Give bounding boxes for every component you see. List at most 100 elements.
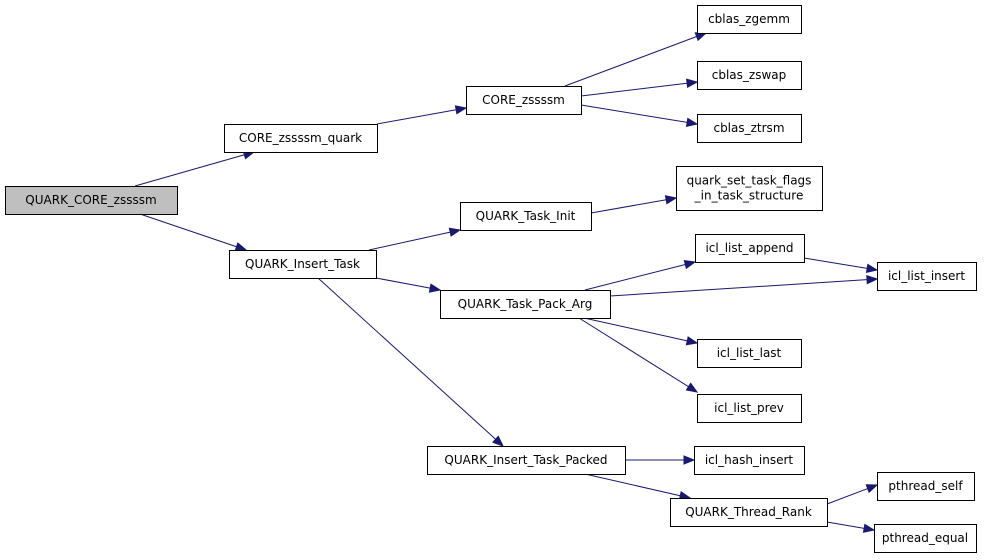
- node-box: [697, 61, 802, 90]
- node-box: [697, 114, 802, 143]
- edge-line: [580, 82, 688, 97]
- arrowhead-icon: [234, 242, 248, 252]
- node-box: [694, 446, 805, 475]
- node-label: cblas_zgemm: [708, 12, 790, 26]
- edge-n9-to-n10: [584, 259, 697, 291]
- node-label: QUARK_Insert_Task: [245, 257, 360, 271]
- node-icl-list-last[interactable]: icl_list_last: [697, 339, 802, 368]
- node-box: [427, 446, 626, 475]
- node-icl-list-insert[interactable]: icl_list_insert: [877, 262, 977, 291]
- node-pthread-equal[interactable]: pthread_equal: [874, 524, 977, 553]
- node-quark-task-pack-arg[interactable]: QUARK_Task_Pack_Arg: [440, 290, 611, 319]
- node-box: [670, 498, 828, 527]
- edge-line: [803, 257, 868, 269]
- node-label: icl_list_insert: [888, 269, 965, 283]
- node-box: [229, 250, 377, 279]
- edge-n0-to-n6: [139, 213, 248, 252]
- node-quark-thread-rank[interactable]: QUARK_Thread_Rank: [670, 498, 828, 527]
- edge-line: [578, 317, 689, 388]
- node-label: icl_list_last: [717, 346, 782, 360]
- node-cblas-ztrsm[interactable]: cblas_ztrsm: [697, 114, 802, 143]
- edge-layer: [134, 32, 879, 533]
- node-box: [697, 5, 802, 34]
- node-label: icl_hash_insert: [705, 453, 794, 467]
- node-quark-set-task-flags-in-task-structure[interactable]: quark_set_task_flags_in_task_structure: [676, 166, 823, 211]
- edge-n9-to-n13: [578, 317, 699, 393]
- arrowhead-icon: [866, 274, 879, 285]
- edge-line: [375, 277, 431, 289]
- arrowhead-icon: [683, 259, 697, 270]
- edge-n14-to-n16: [584, 473, 692, 501]
- node-box: [697, 394, 802, 423]
- node-label: QUARK_Insert_Task_Packed: [444, 453, 607, 467]
- node-box: [695, 234, 805, 263]
- node-box: [460, 202, 592, 231]
- node-label: pthread_self: [888, 479, 963, 493]
- edge-line: [826, 521, 865, 529]
- arrowhead-icon: [454, 105, 468, 115]
- edge-n16-to-n18: [826, 521, 876, 533]
- node-label: CORE_zssssm: [482, 93, 565, 107]
- edge-line: [583, 317, 688, 342]
- edge-n0-to-n1: [134, 150, 256, 187]
- edge-line: [139, 213, 237, 248]
- edge-n6-to-n7: [368, 227, 462, 251]
- edge-line: [584, 473, 681, 497]
- node-quark-task-init[interactable]: QUARK_Task_Init: [460, 202, 592, 231]
- node-icl-list-prev[interactable]: icl_list_prev: [697, 394, 802, 423]
- node-box: [5, 186, 178, 215]
- edge-line: [584, 263, 686, 291]
- node-label: pthread_equal: [882, 531, 968, 545]
- node-quark-core-zssssm[interactable]: QUARK_CORE_zssssm: [5, 186, 178, 215]
- node-layer: QUARK_CORE_zssssm CORE_zssssm_quark CORE_z…: [5, 5, 977, 553]
- arrowhead-icon: [428, 283, 442, 293]
- edge-n2-to-n3: [564, 32, 708, 87]
- arrowhead-icon: [492, 435, 504, 447]
- node-core-zssssm[interactable]: CORE_zssssm: [466, 86, 582, 115]
- edge-line: [609, 279, 868, 297]
- arrowhead-icon: [865, 263, 879, 273]
- edge-n2-to-n5: [580, 104, 699, 127]
- node-box: [440, 290, 611, 319]
- node-quark-insert-task-packed[interactable]: QUARK_Insert_Task_Packed: [427, 446, 626, 475]
- node-box: [877, 262, 977, 291]
- node-label: icl_list_prev: [714, 401, 784, 415]
- edge-n9-to-n11: [609, 274, 879, 297]
- node-label: _in_task_structure: [694, 189, 804, 203]
- arrowhead-icon: [683, 455, 696, 465]
- node-cblas-zgemm[interactable]: cblas_zgemm: [697, 5, 802, 34]
- arrowhead-icon: [685, 382, 699, 393]
- edge-line: [590, 199, 667, 214]
- node-box: [224, 124, 378, 153]
- edge-line: [580, 104, 688, 123]
- node-label: cblas_ztrsm: [713, 121, 784, 135]
- edge-line: [564, 36, 697, 87]
- arrowhead-icon: [685, 336, 699, 346]
- node-box: [676, 166, 823, 211]
- node-label: CORE_zssssm_quark: [239, 131, 362, 145]
- node-icl-hash-insert[interactable]: icl_hash_insert: [694, 446, 805, 475]
- node-icl-list-append[interactable]: icl_list_append: [695, 234, 805, 263]
- arrowhead-icon: [686, 78, 699, 88]
- node-core-zssssm-quark[interactable]: CORE_zssssm_quark: [224, 124, 378, 153]
- edge-n9-to-n12: [583, 317, 699, 346]
- edge-n16-to-n17: [826, 484, 879, 505]
- edge-n1-to-n2: [376, 105, 468, 125]
- node-label: icl_list_append: [705, 241, 793, 255]
- arrowhead-icon: [448, 227, 462, 237]
- node-cblas-zswap[interactable]: cblas_zswap: [697, 61, 802, 90]
- edge-n2-to-n4: [580, 78, 699, 97]
- arrowhead-icon: [685, 117, 699, 127]
- node-quark-insert-task[interactable]: QUARK_Insert_Task: [229, 250, 377, 279]
- arrowhead-icon: [664, 195, 678, 205]
- arrowhead-icon: [865, 484, 879, 494]
- edge-n6-to-n14: [317, 277, 504, 447]
- edge-n6-to-n9: [375, 277, 442, 293]
- edge-n7-to-n8: [590, 195, 678, 214]
- node-label: cblas_zswap: [712, 68, 787, 82]
- node-pthread-self[interactable]: pthread_self: [877, 472, 975, 501]
- edge-n14-to-n15: [625, 455, 696, 465]
- edge-n10-to-n11: [803, 257, 879, 273]
- edge-line: [826, 488, 868, 505]
